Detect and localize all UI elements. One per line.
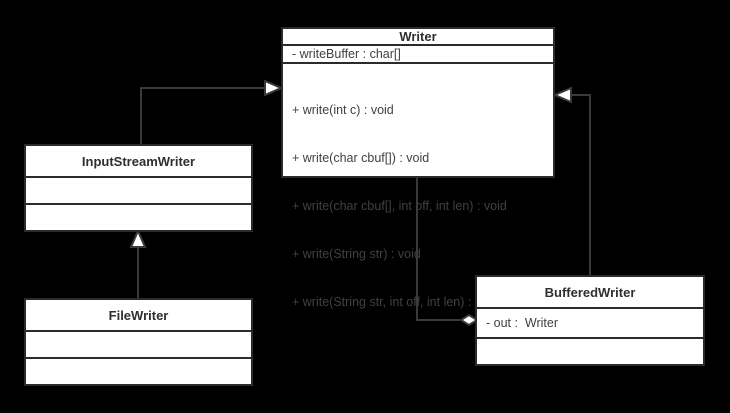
attribute-writebuffer: - writeBuffer : char[] — [292, 47, 401, 61]
operation-write-int: + write(int c) : void — [292, 103, 394, 117]
generalization-line — [140, 87, 268, 144]
class-box-inputstreamwriter[interactable]: InputStreamWriter — [24, 144, 253, 232]
operation-write-charbuf: + write(char cbuf[]) : void — [292, 151, 430, 165]
attributes-compartment-bufferedwriter: - out : Writer — [477, 307, 703, 337]
generalization-filewriter-to-inputstreamwriter — [129, 228, 147, 298]
hollow-triangle-arrowhead-icon — [264, 79, 284, 97]
attributes-compartment-writer: - writeBuffer : char[] — [283, 44, 553, 62]
generalization-line — [568, 94, 591, 275]
attribute-out: - out : Writer — [486, 316, 559, 330]
hollow-triangle-arrowhead-icon — [129, 228, 147, 248]
operations-compartment-filewriter — [26, 357, 251, 384]
attributes-compartment-filewriter — [26, 330, 251, 357]
class-name-bufferedwriter: BufferedWriter — [544, 284, 636, 300]
generalization-inputstreamwriter-to-writer — [140, 79, 284, 144]
class-box-bufferedwriter[interactable]: BufferedWriter - out : Writer — [475, 275, 705, 366]
hollow-triangle-arrowhead-icon — [552, 86, 572, 104]
class-box-writer[interactable]: Writer - writeBuffer : char[] + write(in… — [281, 27, 555, 309]
generalization-bufferedwriter-to-writer — [552, 86, 591, 275]
operations-compartment-bufferedwriter — [477, 337, 703, 364]
class-name-inputstreamwriter: InputStreamWriter — [81, 153, 196, 169]
operations-compartment-inputstreamwriter — [26, 203, 251, 230]
class-box-filewriter[interactable]: FileWriter — [24, 298, 253, 386]
class-name-writer: Writer — [399, 29, 437, 44]
operation-write-charbuf-off-len: + write(char cbuf[], int off, int len) :… — [292, 199, 507, 213]
operations-compartment-writer: + write(int c) : void + write(char cbuf[… — [283, 62, 553, 347]
attributes-compartment-inputstreamwriter — [26, 176, 251, 203]
class-name-filewriter: FileWriter — [108, 307, 169, 323]
operation-write-string: + write(String str) : void — [292, 247, 421, 261]
